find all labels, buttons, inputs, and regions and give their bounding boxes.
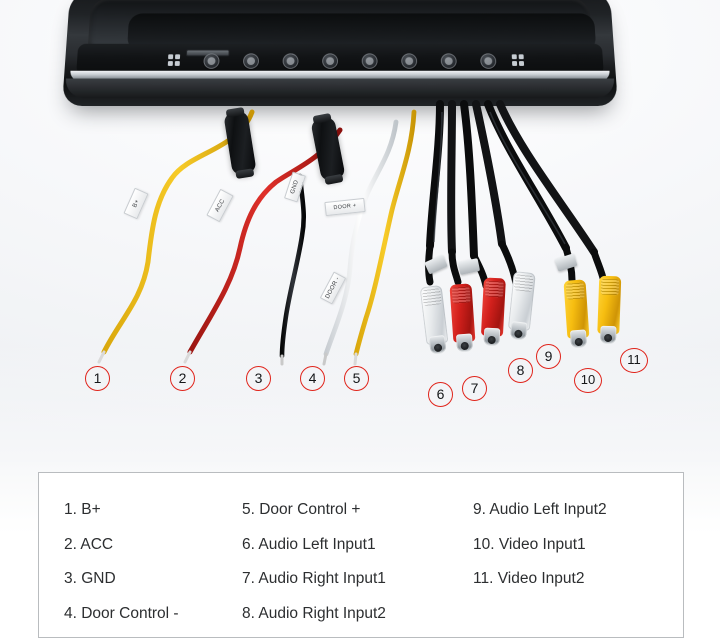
legend-item: 4. Door Control - bbox=[64, 604, 179, 622]
fuse-cap-top bbox=[312, 112, 332, 125]
marker-9: 9 bbox=[536, 344, 561, 369]
legend-item: 6. Audio Left Input1 bbox=[242, 535, 376, 553]
marker-11: 11 bbox=[620, 348, 648, 373]
wire-door-plus bbox=[353, 109, 417, 357]
marker-4: 4 bbox=[300, 366, 325, 391]
legend-item: 9. Audio Left Input2 bbox=[473, 501, 607, 518]
legend-item: 8. Audio Right Input2 bbox=[242, 604, 386, 622]
wiring-harness bbox=[97, 100, 608, 366]
marker-10: 10 bbox=[574, 368, 602, 393]
legend-item: 1. B+ bbox=[64, 501, 101, 518]
marker-1: 1 bbox=[85, 366, 110, 391]
legend-item: 7. Audio Right Input1 bbox=[242, 570, 386, 587]
legend-column-3: 9. Audio Left Input2 10. Video Input1 11… bbox=[473, 493, 673, 597]
legend-item: 2. ACC bbox=[64, 535, 114, 553]
legend-item: 5. Door Control + bbox=[242, 501, 361, 518]
wire-gnd bbox=[279, 173, 306, 359]
legend-box: 1. B+ 2. ACC 3. GND 4. Door Control - 5.… bbox=[38, 472, 684, 638]
legend-column-2: 5. Door Control + 6. Audio Left Input1 7… bbox=[242, 493, 462, 631]
wire-b-plus bbox=[101, 109, 255, 355]
wire-door-minus bbox=[323, 119, 399, 357]
fuse-cap-top bbox=[225, 107, 245, 118]
legend-item: 11. Video Input2 bbox=[473, 570, 585, 587]
marker-2: 2 bbox=[170, 366, 195, 391]
rca-connector-8[interactable] bbox=[480, 277, 506, 352]
black-cable-bundle bbox=[426, 100, 598, 260]
legend-item: 10. Video Input1 bbox=[473, 535, 586, 553]
legend-column-1: 1. B+ 2. ACC 3. GND 4. Door Control - bbox=[64, 493, 244, 631]
marker-7: 7 bbox=[462, 376, 487, 401]
wire-acc bbox=[187, 127, 343, 355]
marker-8: 8 bbox=[508, 358, 533, 383]
legend-item: 3. GND bbox=[64, 570, 116, 587]
marker-3: 3 bbox=[246, 366, 271, 391]
marker-6: 6 bbox=[428, 382, 453, 407]
marker-5: 5 bbox=[344, 366, 369, 391]
legend-columns: 1. B+ 2. ACC 3. GND 4. Door Control - 5.… bbox=[64, 493, 664, 623]
rca-connector-11[interactable] bbox=[597, 275, 622, 351]
